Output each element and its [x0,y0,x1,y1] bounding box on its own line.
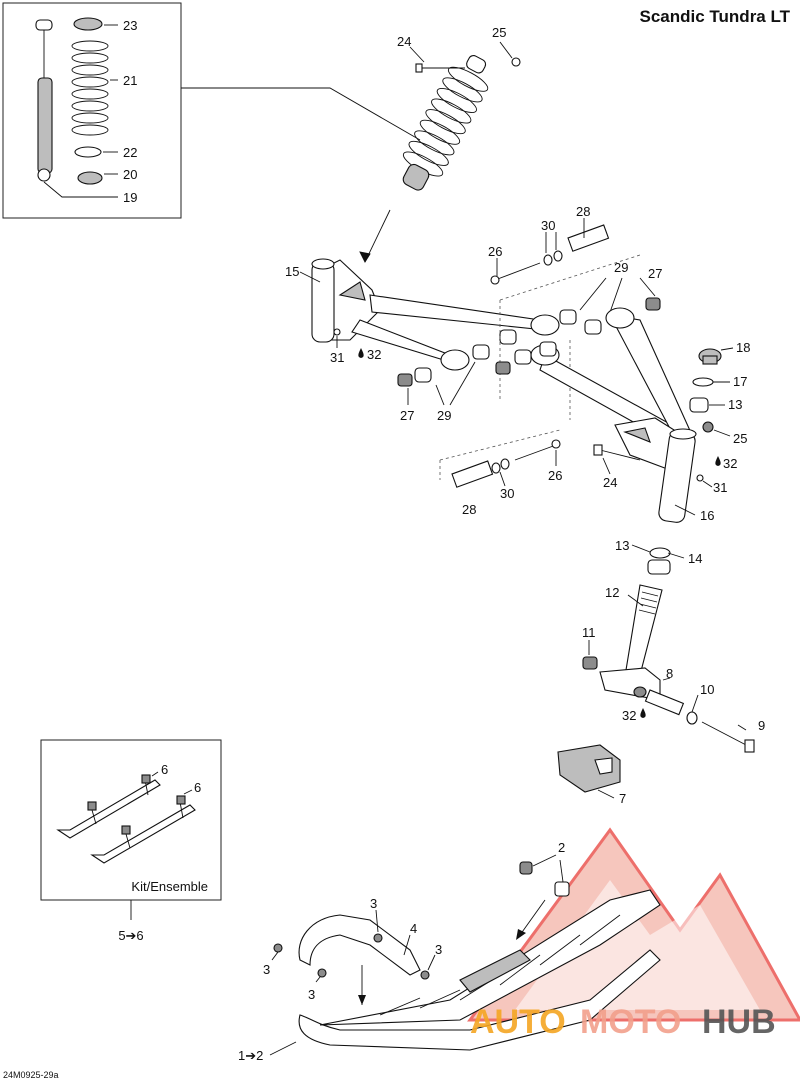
upper-bolt-set [490,218,610,285]
ski-hardware [273,861,570,1005]
callout-31-left: 31 [330,350,344,365]
callout-12: 12 [605,585,619,600]
rubber-stopper [557,744,621,793]
kit-range-label: 5➔6 [118,928,143,943]
callout-26-bottom: 26 [548,468,562,483]
callout-32-bottom: 32 [622,708,636,723]
callout-28-top: 28 [576,204,590,219]
callout-27-left: 27 [400,408,414,423]
page-title: Scandic Tundra LT [640,7,791,26]
callout-29-right: 29 [614,260,628,275]
ski-handle [298,914,421,976]
callout-15: 15 [285,264,299,279]
callout-4: 4 [410,921,417,936]
spindle [599,547,671,701]
ski-range-label: 1➔2 [238,1048,263,1063]
callout-13-top: 13 [728,397,742,412]
watermark-logo [467,827,800,1022]
callout-31-right: 31 [713,480,727,495]
grease-drop-icon [358,348,364,358]
ski-assembly [298,889,661,1051]
callout-16: 16 [700,508,714,523]
kit-label: Kit/Ensemble [131,879,208,894]
callout-11: 11 [582,625,596,640]
callout-6-top: 6 [161,762,168,777]
callout-13-bottom: 13 [615,538,629,553]
callout-9: 9 [758,718,765,733]
document-code: 24M0925-29a [3,1070,59,1080]
callout-2: 2 [558,840,565,855]
callout-10: 10 [700,682,714,697]
lower-arm-bushings [495,319,714,433]
watermark-triangle-icon [467,827,800,1022]
spring-detail [71,17,109,185]
callout-24-bottom: 24 [603,475,617,490]
grease-drop-icon-right [715,456,721,466]
upper-a-arm [311,258,560,371]
lower-a-arm [530,307,697,523]
shock-detail-box [2,2,182,219]
callout-32-right: 32 [723,456,737,471]
callout-7: 7 [619,791,626,806]
lower-bolt-set [451,439,561,488]
shock-absorber-detail [35,19,53,182]
callout-3-left: 3 [263,962,270,977]
callout-24-top: 24 [397,34,411,49]
spindle-hardware [582,656,755,753]
runner-kit-box [40,739,222,901]
callout-22: 22 [123,145,137,160]
alignment-guides [439,254,641,480]
callout-23: 23 [123,18,137,33]
callout-25-top: 25 [492,25,506,40]
callout-30-bottom: 30 [500,486,514,501]
callout-28-bottom: 28 [462,502,476,517]
grease-drop-icon-bottom [640,708,646,718]
callout-32-left: 32 [367,347,381,362]
callout-19: 19 [123,190,137,205]
callout-29-left: 29 [437,408,451,423]
shock-assembly [402,55,489,191]
callout-14: 14 [688,551,702,566]
callout-18: 18 [736,340,750,355]
callout-25-right: 25 [733,431,747,446]
callout-27-right: 27 [648,266,662,281]
watermark-auto: AUTO [470,1003,566,1041]
callout-3-handle-right: 3 [435,942,442,957]
callout-3-lower: 3 [308,987,315,1002]
watermark-hub: HUB [702,1003,776,1041]
callout-30-top: 30 [541,218,555,233]
kingpin-cap-parts [689,348,722,413]
callout-20: 20 [123,167,137,182]
upper-arm-bushings [397,297,661,387]
watermark-moto: MOTO [580,1003,681,1041]
lower-arm-bolt [593,444,641,475]
callout-26-top: 26 [488,244,502,259]
callout-6-bottom: 6 [194,780,201,795]
callout-21: 21 [123,73,137,88]
watermark-text: AUTO MOTO HUB [470,1003,776,1041]
callout-17: 17 [733,374,747,389]
callout-8: 8 [666,666,673,681]
callout-3-handle-top: 3 [370,896,377,911]
runner-kit [56,774,196,864]
